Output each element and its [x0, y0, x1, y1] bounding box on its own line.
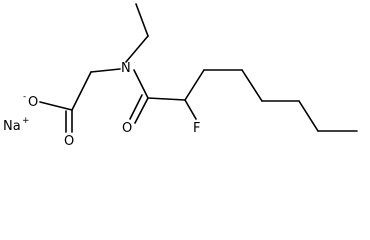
bond-chain-5 [298, 100, 319, 132]
atom-oxygen-anion: O [28, 95, 38, 110]
bond-n-ch2 [90, 68, 121, 73]
atom-carbonyl-oxygen: O [122, 121, 132, 136]
atom-sodium: Na [3, 119, 21, 134]
bond-ethyl-ch3 [135, 3, 149, 37]
bond-amide-o-b [129, 94, 143, 120]
bond-amide-o-a [134, 97, 149, 124]
structure-diagram: N O - O O F Na + [3, 3, 358, 149]
bond-c-ominus [39, 101, 73, 111]
atom-nitrogen: N [121, 61, 131, 76]
atom-carboxyl-oxygen: O [64, 134, 74, 149]
bond-chf-f [184, 99, 197, 120]
atom-fluorine: F [193, 121, 200, 136]
bond-ch2-cooc [71, 71, 92, 111]
bond-n-ethyl [125, 35, 149, 63]
bond-amide-chf [147, 97, 186, 101]
bond-chain-3 [241, 69, 263, 102]
sodium-charge: + [22, 116, 30, 126]
bond-chain-1 [184, 69, 205, 101]
bond-lines [39, 3, 358, 133]
anion-charge: - [23, 92, 26, 102]
bond-n-amide [133, 69, 149, 99]
